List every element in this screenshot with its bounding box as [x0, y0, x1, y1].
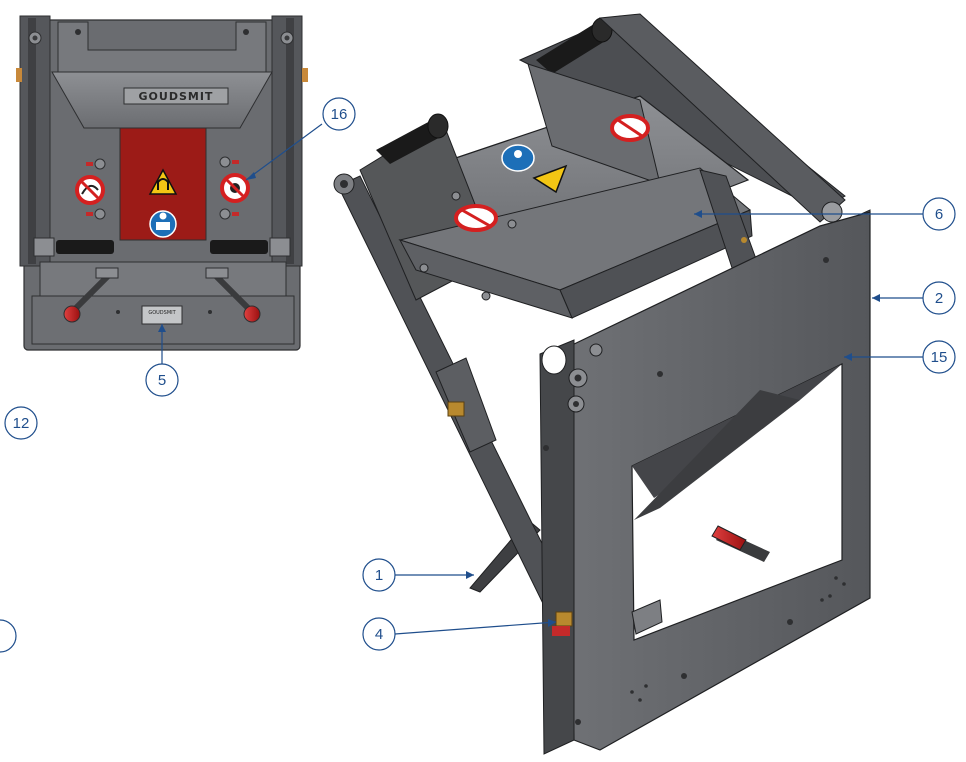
small-plate-text: GOUDSMIT: [148, 310, 176, 316]
right-toggle-clamp: [205, 267, 261, 323]
callout-15: 15: [844, 340, 956, 374]
callout-16: 16: [245, 97, 356, 181]
iso-no-watch-sign-icon: [454, 204, 498, 232]
offscreen-callout-edge: [0, 619, 17, 653]
callout-2: 2: [872, 281, 956, 315]
iso-magnet-warning-icon: [532, 164, 568, 194]
callouts: 16 5 12 6 2: [0, 97, 956, 653]
iso-red-handle: [711, 525, 770, 562]
isometric-view: [333, 13, 871, 755]
callout-label: 15: [931, 349, 948, 366]
brand-plate-text: GOUDSMIT: [139, 90, 214, 103]
callout-label: 6: [935, 206, 943, 223]
callout-label: 4: [375, 626, 383, 643]
brass-fitting-upper: [447, 401, 465, 417]
callout-12: 12: [4, 406, 38, 440]
callout-6: 6: [694, 197, 956, 231]
front-rubber-roller: [376, 113, 449, 164]
callout-4: 4: [362, 617, 557, 651]
callout-label: 1: [375, 567, 383, 584]
front-bolts: [94, 156, 231, 220]
front-left-roller: [56, 240, 114, 254]
no-watch-sign-icon: [220, 173, 250, 203]
callout-label: 12: [13, 415, 30, 432]
no-pacemaker-sign-icon: [75, 175, 105, 205]
callout-label: 2: [935, 290, 943, 307]
callout-label: 5: [158, 372, 166, 389]
left-toggle-clamp: [63, 267, 119, 323]
magnet-warning-icon: [148, 168, 178, 195]
front-right-roller: [210, 240, 268, 254]
read-manual-icon: [149, 210, 177, 238]
iso-read-manual-icon: [501, 144, 535, 172]
callout-1: 1: [362, 558, 474, 592]
brass-fitting-lower: [552, 611, 573, 636]
front-view: GOUDSMIT: [16, 15, 308, 351]
callout-label: 16: [331, 106, 348, 123]
iso-no-tools-sign-icon: [610, 114, 650, 142]
callout-5: 5: [145, 324, 179, 397]
brand-plate: [123, 87, 229, 105]
